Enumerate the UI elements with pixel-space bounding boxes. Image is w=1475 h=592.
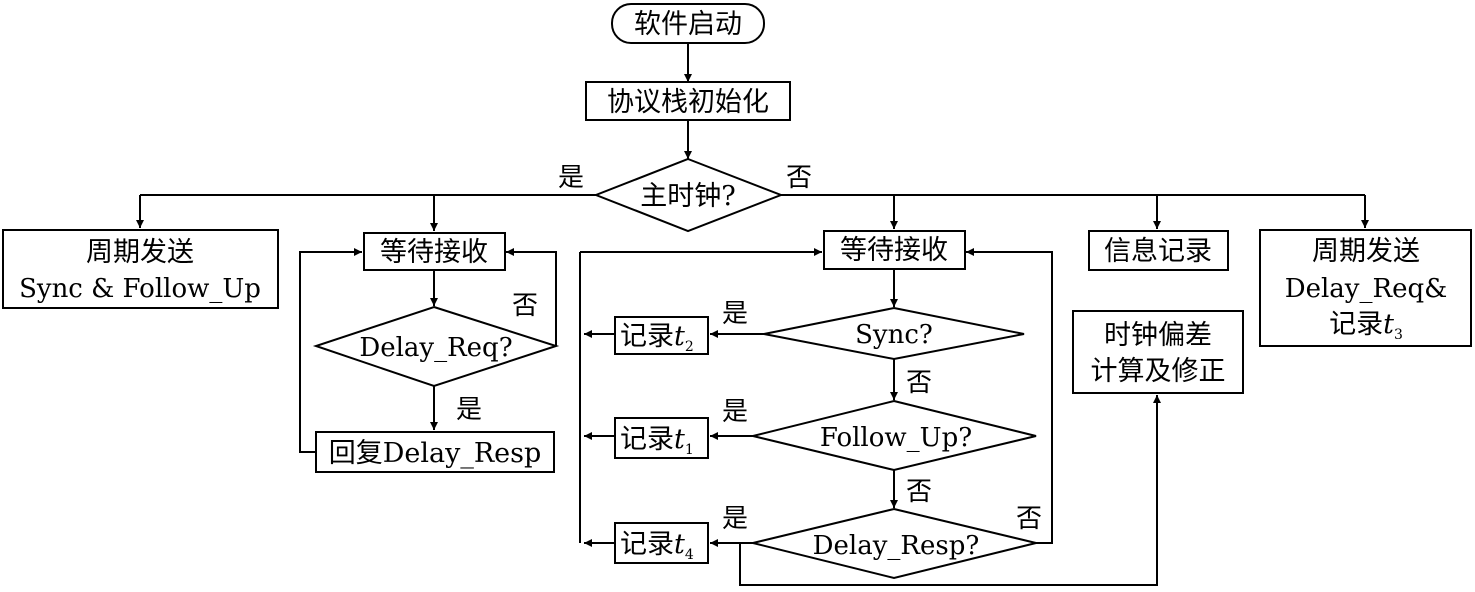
followup-decision-label: Follow_Up? [820, 423, 972, 453]
periodic-req-line2: Delay_Req& [1285, 274, 1448, 304]
wait-slave-label: 等待接收 [840, 235, 948, 266]
record-t4-label: 记录t4 [620, 529, 694, 563]
start-label: 软件启动 [634, 9, 742, 40]
edge-label-followup-yes: 是 [722, 397, 748, 427]
node-init: 协议栈初始化 [585, 81, 791, 121]
record-t2-label: 记录t2 [620, 321, 694, 355]
sync-decision-label: Sync? [855, 320, 933, 350]
node-wait-master: 等待接收 [363, 232, 506, 271]
init-label: 协议栈初始化 [607, 87, 769, 118]
periodic-req-line3: 记录t3 [1329, 309, 1403, 343]
node-master-decision: 主时钟? [593, 157, 784, 233]
node-clock-correct: 时钟偏差 计算及修正 [1072, 310, 1244, 394]
edge-label-delayreq-no: 否 [512, 291, 538, 321]
master-decision-label: 主时钟? [640, 181, 735, 212]
node-record-t2: 记录t2 [614, 316, 709, 355]
node-start: 软件启动 [611, 3, 765, 44]
edge-label-delayresp-no: 否 [1016, 504, 1042, 534]
node-periodic-req: 周期发送 Delay_Req& 记录t3 [1259, 229, 1472, 347]
node-wait-slave: 等待接收 [823, 230, 966, 270]
record-t1-label: 记录t1 [620, 424, 694, 458]
node-record-t1: 记录t1 [614, 417, 709, 459]
info-record-label: 信息记录 [1104, 236, 1212, 267]
delayresp-decision-label: Delay_Resp? [813, 531, 980, 561]
node-followup-decision: Follow_Up? [752, 399, 1037, 472]
edge-label-master-yes: 是 [558, 163, 584, 193]
node-sync-decision: Sync? [763, 306, 1025, 361]
edge-reply-loop [299, 248, 362, 453]
periodic-req-line1: 周期发送 [1312, 236, 1420, 267]
edge-delayresp-no-loop [966, 248, 1053, 544]
edge-label-delayresp-yes: 是 [722, 504, 748, 534]
wait-master-label: 等待接收 [380, 237, 488, 268]
edge-label-master-no: 否 [786, 163, 812, 193]
node-info-record: 信息记录 [1088, 230, 1229, 271]
clock-correct-line2: 计算及修正 [1091, 356, 1226, 387]
node-delayresp-decision: Delay_Resp? [752, 507, 1037, 580]
edge-label-followup-no: 否 [906, 477, 932, 507]
delayreq-decision-label: Delay_Req? [359, 333, 512, 363]
node-record-t4: 记录t4 [614, 522, 709, 564]
edge-to-clock-correct [739, 395, 1161, 586]
periodic-sync-line1: 周期发送 [86, 237, 194, 268]
periodic-sync-line2: Sync & Follow_Up [19, 274, 261, 304]
node-reply-resp: 回复Delay_Resp [315, 431, 555, 473]
node-delayreq-decision: Delay_Req? [312, 305, 560, 388]
edge-delayreq-no-loop [506, 248, 557, 346]
node-periodic-sync: 周期发送 Sync & Follow_Up [2, 229, 279, 309]
connectors [136, 43, 1369, 586]
edge-label-sync-no: 否 [906, 368, 932, 398]
edge-label-delayreq-yes: 是 [456, 395, 482, 425]
reply-resp-label: 回复Delay_Resp [329, 438, 542, 469]
edge-label-sync-yes: 是 [722, 299, 748, 329]
clock-correct-line1: 时钟偏差 [1104, 320, 1212, 351]
